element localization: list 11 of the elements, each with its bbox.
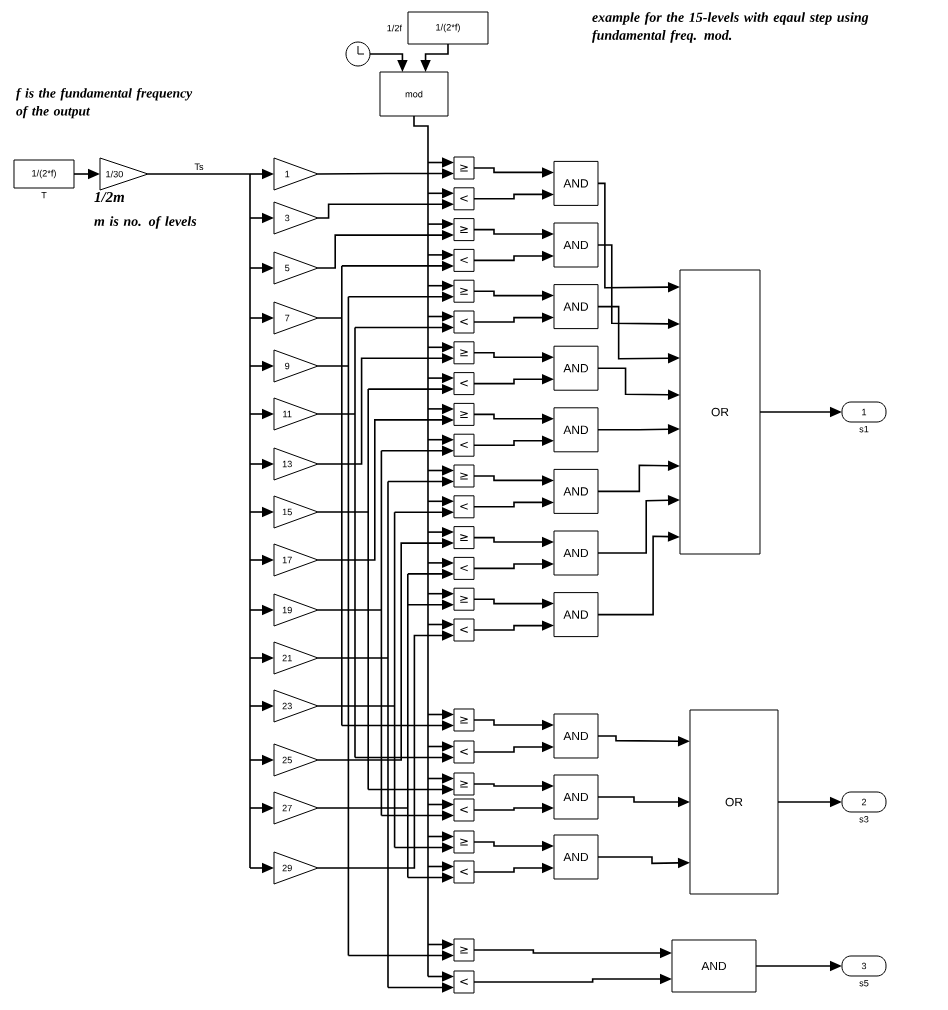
signal-line (317, 480, 389, 989)
signal-line (317, 388, 369, 791)
signal-line (413, 115, 429, 978)
clock-symbol (345, 41, 371, 67)
signal-line (317, 511, 396, 849)
signal-line (317, 573, 409, 879)
signal-line (317, 265, 343, 727)
signal-line (317, 326, 356, 759)
signal-line (317, 295, 350, 957)
signal-line (317, 449, 383, 817)
signal-line (147, 173, 251, 869)
